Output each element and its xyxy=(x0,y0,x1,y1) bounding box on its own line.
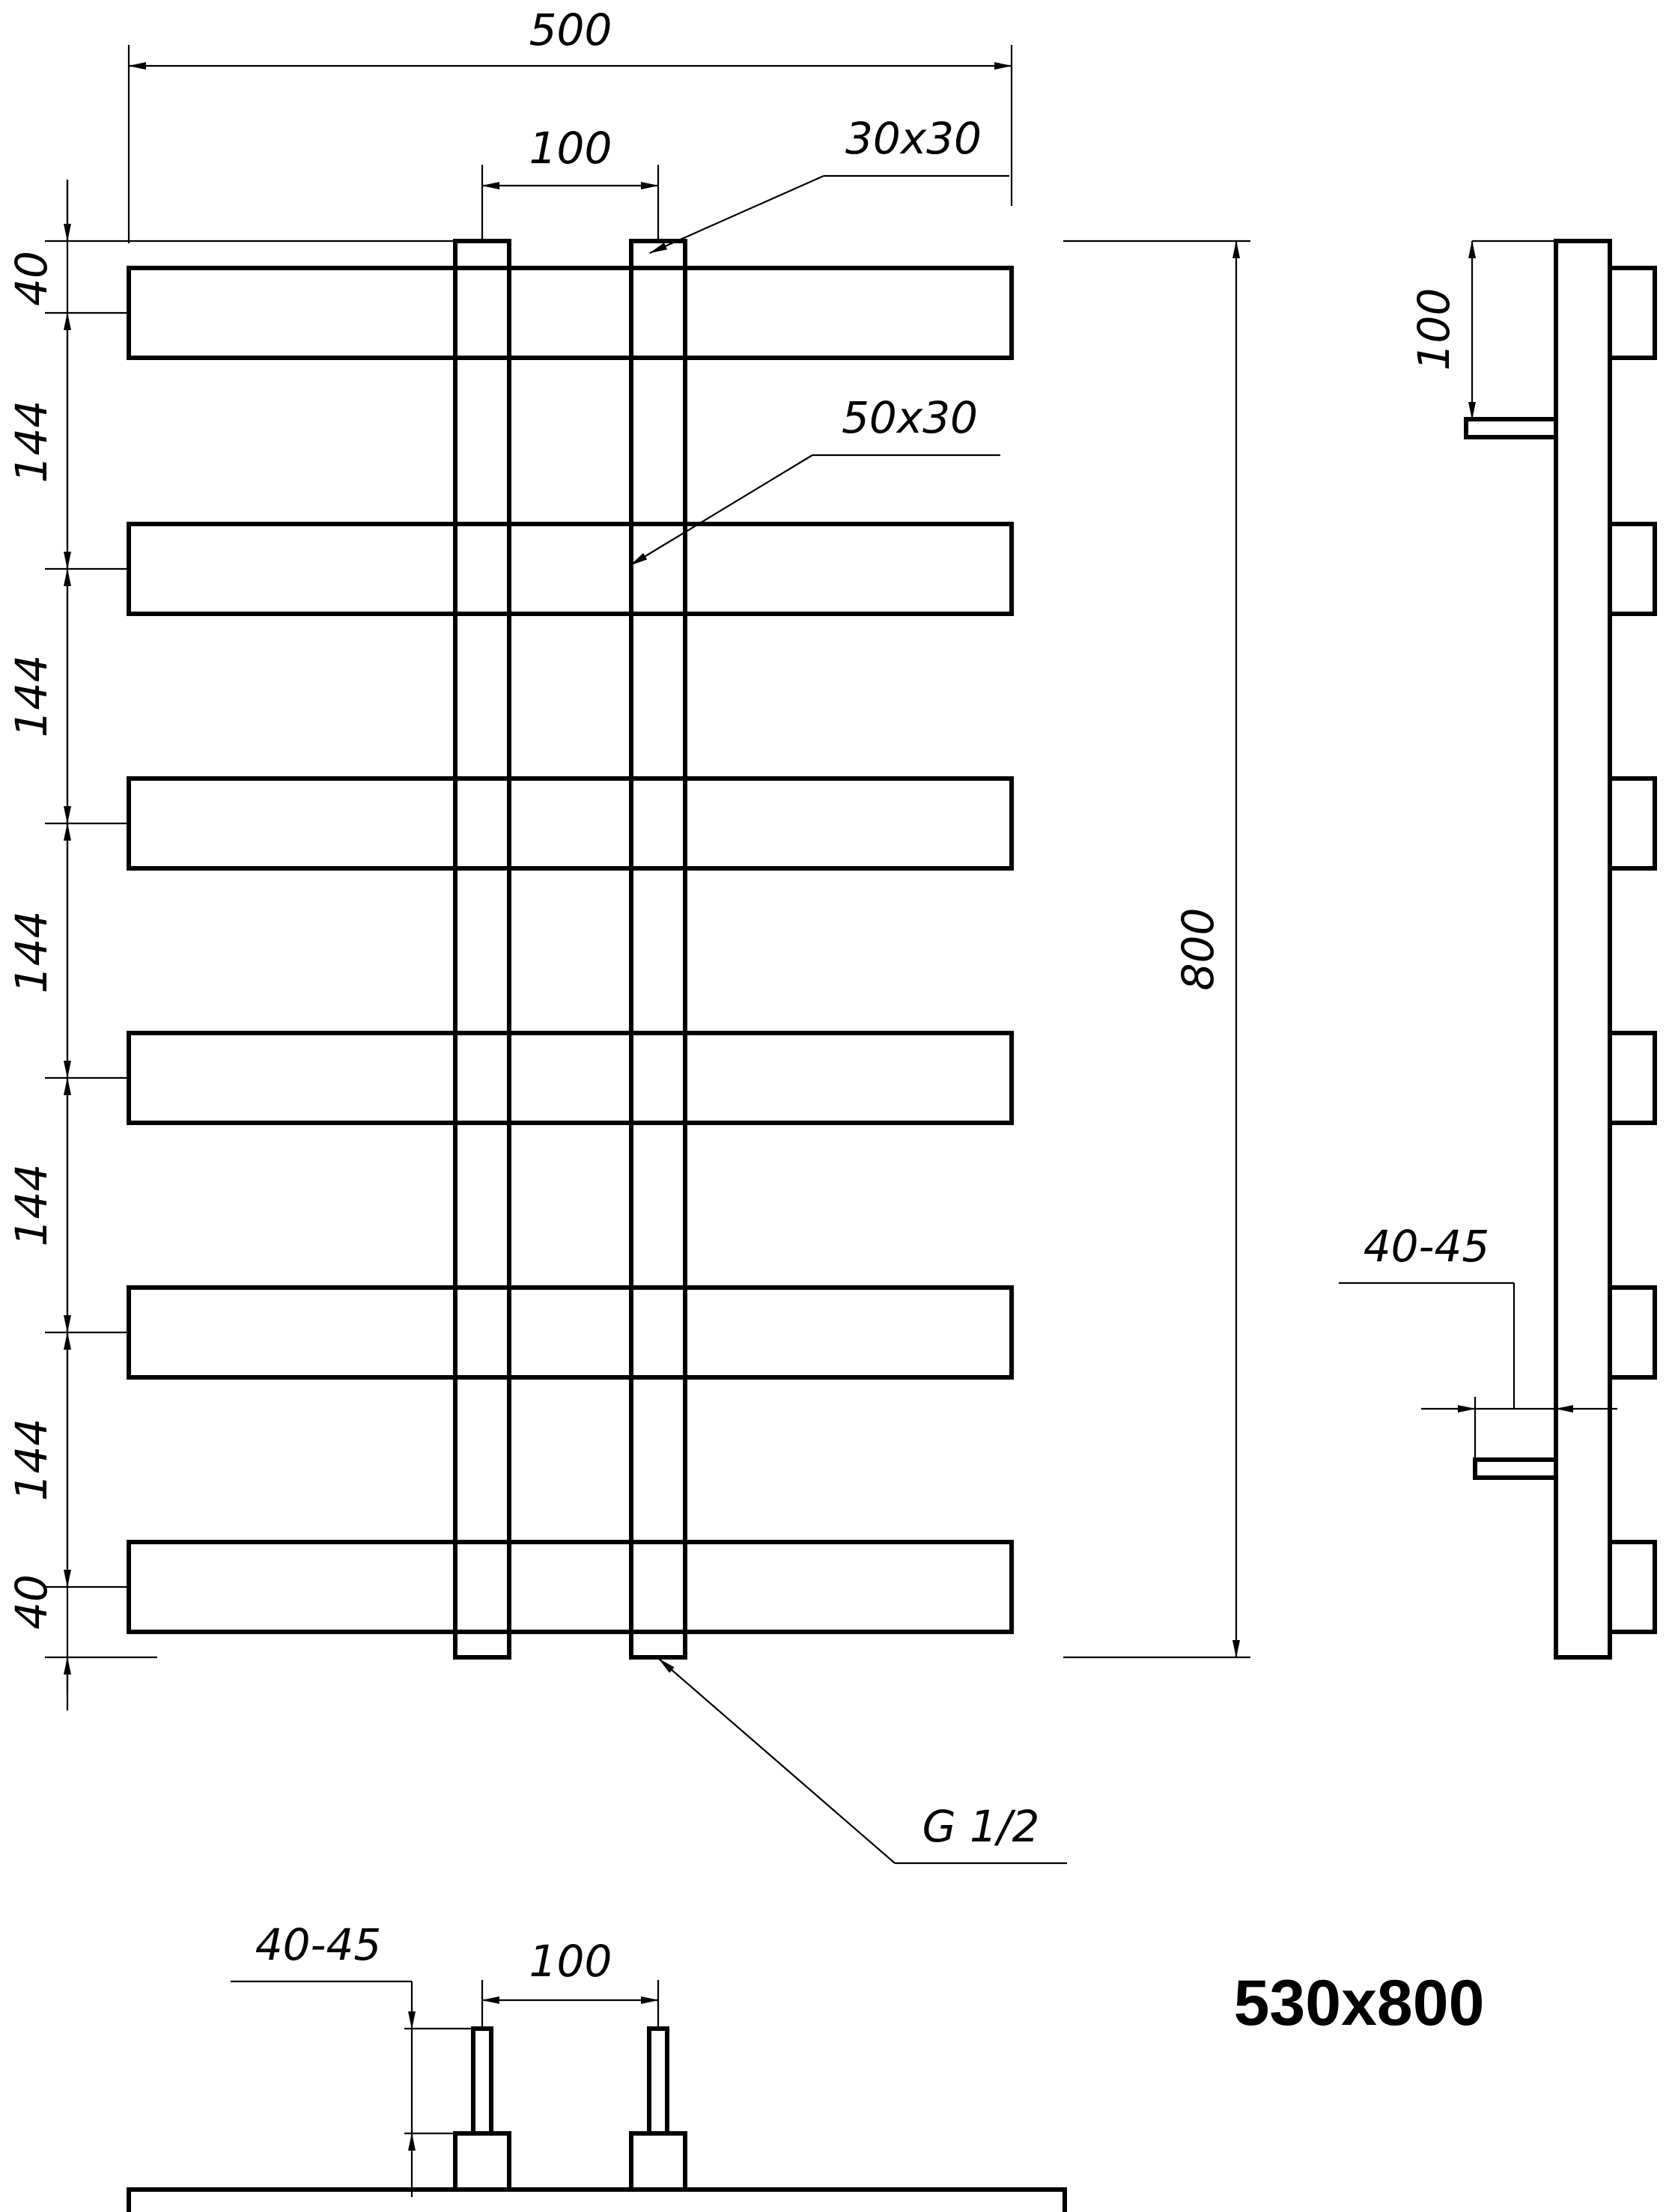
bottom-right-pipe xyxy=(647,2026,669,2136)
pitch-label-1: 144 xyxy=(6,400,57,484)
bottom-left-riser xyxy=(453,2131,511,2192)
pitch-label-5: 144 xyxy=(6,1419,57,1502)
left-riser xyxy=(453,239,511,1660)
side-view xyxy=(1464,239,1657,1660)
side-bar-3 xyxy=(1608,776,1657,871)
bar-5 xyxy=(127,1285,1014,1380)
bottom-right-riser xyxy=(629,2131,687,2192)
dim-bottom-wall: 40-45 xyxy=(231,1919,473,2197)
dim-chain-left: 40 144 144 144 144 144 40 xyxy=(6,180,479,1710)
connector-size-label: 30x30 xyxy=(845,113,982,164)
side-top-pipe xyxy=(1464,417,1558,439)
pitch-label-3: 144 xyxy=(6,911,57,994)
side-riser xyxy=(1554,239,1612,1660)
side-bar-5 xyxy=(1608,1285,1657,1380)
bar-4 xyxy=(127,1031,1014,1125)
horizontal-bars xyxy=(127,266,1014,1634)
bottom-wall-label: 40-45 xyxy=(255,1919,382,1970)
leader-bar-size: 50x30 xyxy=(630,392,1000,566)
bar-2 xyxy=(127,522,1014,616)
dim-width-label: 500 xyxy=(529,4,612,55)
dim-side-wall: 40-45 xyxy=(1339,1221,1617,1467)
dim-axis-label: 100 xyxy=(529,123,612,174)
dim-side-top: 100 xyxy=(1408,240,1556,420)
pitch-label-4: 144 xyxy=(6,1164,57,1247)
side-top-label: 100 xyxy=(1408,288,1459,371)
side-bar-4 xyxy=(1608,1031,1657,1125)
bottom-axis-label: 100 xyxy=(529,1936,612,1987)
side-bar-2 xyxy=(1608,522,1657,616)
side-bottom-pipe xyxy=(1473,1457,1558,1480)
dim-bottom-axis: 100 xyxy=(481,1936,660,2029)
bar-3 xyxy=(127,776,1014,871)
leader-connector-size: 30x30 xyxy=(649,113,1009,255)
dim-axis-spacing-top: 100 xyxy=(481,123,660,241)
right-riser xyxy=(629,239,687,1660)
dim-width-total: 500 xyxy=(127,4,1013,243)
thread-label: G 1/2 xyxy=(922,1801,1040,1852)
bottom-view xyxy=(127,2026,1067,2212)
height-label: 800 xyxy=(1173,908,1223,991)
bar-size-label: 50x30 xyxy=(842,392,978,443)
model-label: 530x800 xyxy=(1234,1967,1485,2039)
pitch-label-2: 144 xyxy=(6,655,57,738)
front-view xyxy=(127,239,1014,1660)
bottom-bar xyxy=(127,2187,1067,2212)
side-bar-1 xyxy=(1608,266,1657,360)
leader-thread: G 1/2 xyxy=(658,1658,1067,1865)
bar-1 xyxy=(127,266,1014,360)
offset-bottom-label: 40 xyxy=(6,1574,57,1630)
offset-top-label: 40 xyxy=(6,251,57,306)
dim-height-total: 800 xyxy=(1063,240,1250,1659)
side-wall-label: 40-45 xyxy=(1364,1221,1490,1272)
bar-6 xyxy=(127,1540,1014,1634)
side-bar-6 xyxy=(1608,1540,1657,1634)
bottom-left-pipe xyxy=(471,2026,493,2136)
